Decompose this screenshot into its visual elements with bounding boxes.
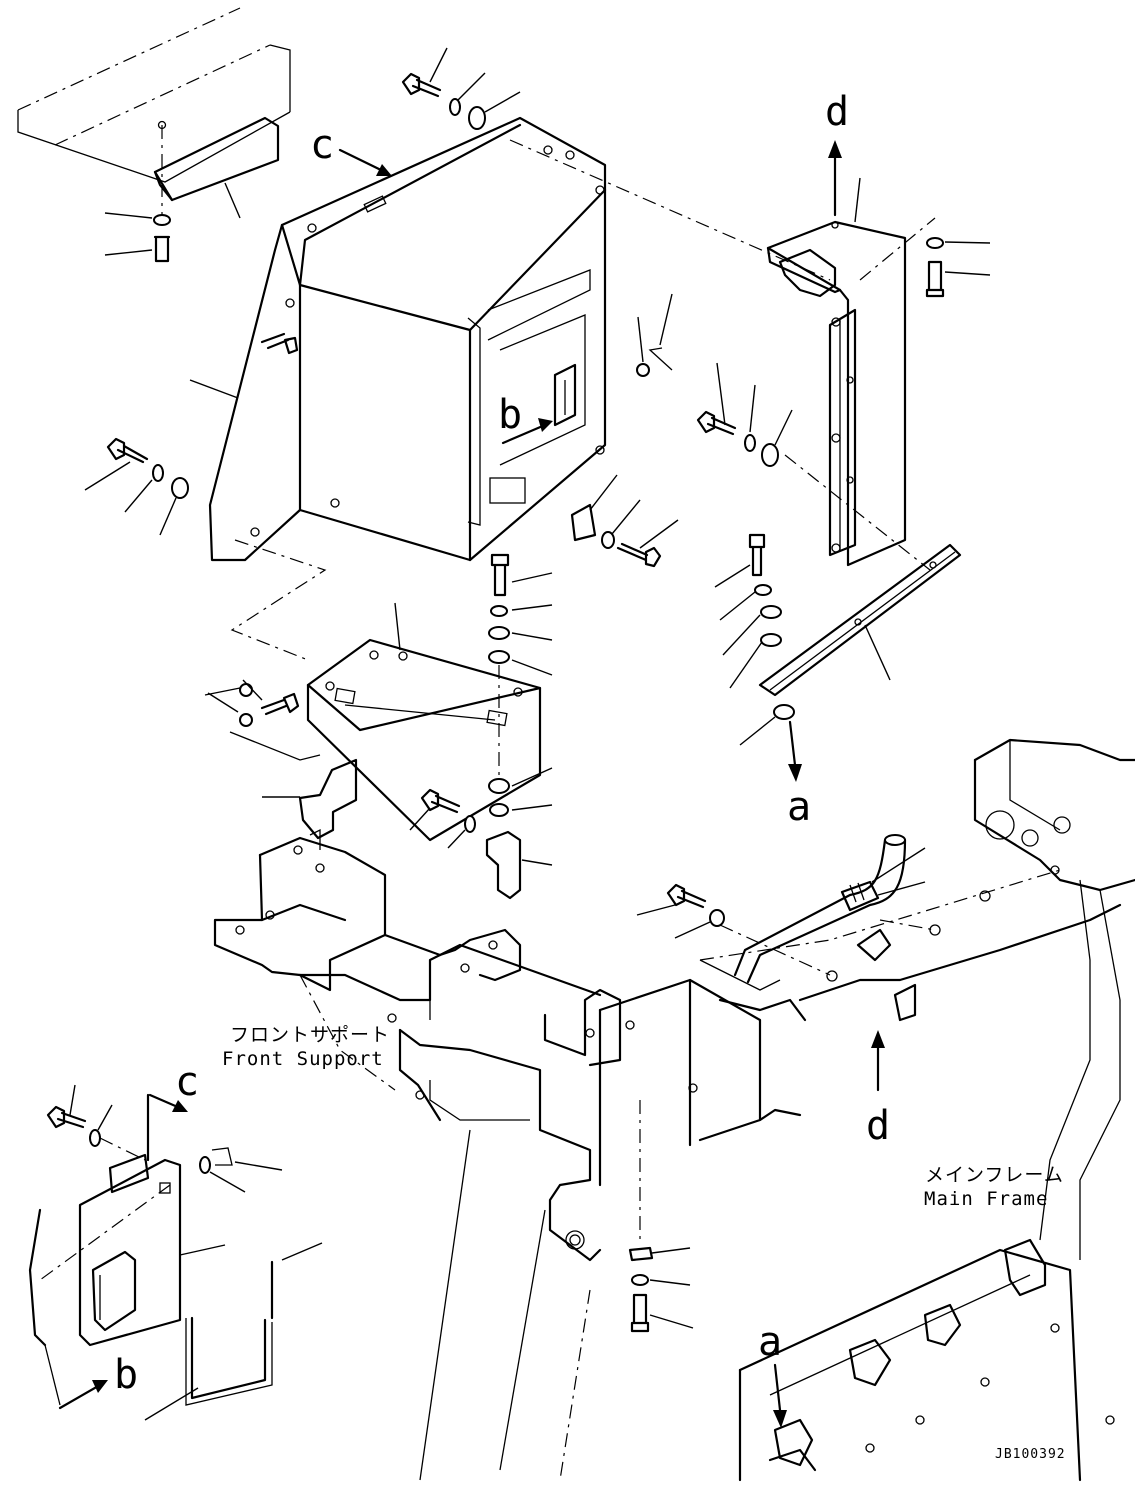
front-support-label-ja: フロントサポート [230,1024,391,1046]
breather-hose [636,834,991,1022]
label-a-bottom: a [758,1319,783,1365]
side-cover-right [509,139,991,567]
fasteners-bracket-b [409,788,522,900]
fasteners-frame [628,1100,694,1333]
side-cover-strap [696,362,962,746]
arrow-c-top [338,148,392,176]
main-frame [699,738,1135,1482]
front-support-label-en: Front Support [222,1048,384,1070]
main-cover-box [189,116,607,562]
arrow-d-bottom [871,1030,885,1092]
fasteners-stack [488,553,553,866]
fasteners-tray-left [207,679,358,840]
fasteners-top [401,47,521,130]
front-support-frame [213,828,807,1481]
main-frame-label-en: Main Frame [924,1188,1049,1210]
label-b-bottom: b [114,1352,139,1398]
fasteners-left [84,437,189,536]
access-door [28,1084,323,1421]
drawing-code: JB100392 [995,1447,1066,1462]
label-b-mid: b [498,392,523,438]
arrow-b-bottom [58,1380,108,1410]
fasteners-latch [570,293,679,568]
main-frame-label-ja: メインフレーム [925,1164,1064,1186]
upper-cover-fragment [17,7,291,183]
arrow-c-bottom [148,1093,188,1112]
deflector-bracket [104,116,280,263]
label-d-top: d [825,89,850,135]
arrow-b-mid [501,418,553,445]
arrow-a-top [788,720,802,782]
label-a-top: a [787,784,812,830]
lower-tray [204,332,542,842]
arrow-a-bottom [773,1363,787,1428]
label-c-top: c [310,122,335,168]
label-d-bottom: d [866,1103,891,1149]
arrow-d-top [828,140,842,217]
label-c-bottom: c [175,1059,200,1105]
